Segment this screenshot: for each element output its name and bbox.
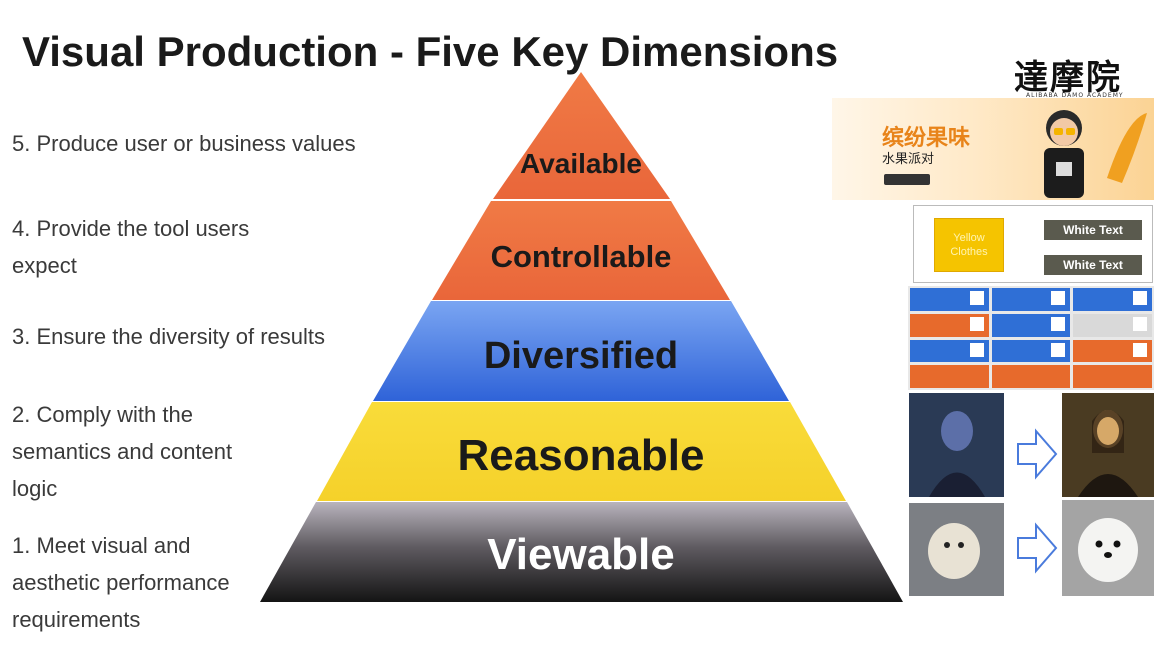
- dimension-1-line: aesthetic performance: [12, 570, 230, 595]
- grid-thumbnail: [1073, 339, 1152, 363]
- dimension-1-line: 1. Meet visual and: [12, 533, 191, 558]
- grid-thumbnail: [1073, 365, 1152, 388]
- dimension-4-line: 4. Provide the tool users: [12, 216, 250, 241]
- dimension-4-text: 4. Provide the tool users expect: [12, 210, 249, 284]
- banner-subtitle: 水果派对: [882, 152, 935, 167]
- grid-thumbnail: [991, 288, 1071, 311]
- grid-thumbnail: [1073, 313, 1152, 337]
- level-controllable-shape: [432, 201, 730, 300]
- qr-icon: [1132, 291, 1147, 305]
- grid-thumbnail: [910, 365, 989, 388]
- banner-person-image: [1044, 110, 1084, 198]
- qr-icon: [1051, 291, 1066, 305]
- dimension-2-line: semantics and content: [12, 439, 233, 464]
- damo-logo: 達摩院: [1014, 58, 1122, 98]
- dimension-5-text: 5. Produce user or business values: [12, 125, 356, 162]
- right-arrow-outline-icon: [1017, 522, 1058, 574]
- yellow-clothes-swatch: Yellow Clothes: [934, 218, 1004, 272]
- dimension-4-line: expect: [12, 253, 77, 278]
- banner-title: 缤纷果味: [882, 126, 971, 151]
- dimension-5-line: 5. Produce user or business values: [12, 131, 356, 156]
- qr-icon: [1051, 316, 1066, 331]
- grid-thumbnail: [991, 339, 1071, 363]
- available-example-banner: 缤纷果味 水果派对: [832, 98, 1154, 200]
- right-arrow-outline-icon: [1017, 428, 1058, 480]
- level-reasonable-shape: [317, 402, 846, 501]
- grid-thumbnail: [910, 339, 989, 363]
- banner-button: [884, 174, 930, 185]
- damo-logo-subtitle: ALIBABA DAMO ACADEMY: [1026, 92, 1124, 99]
- diversified-example-grid: [908, 286, 1154, 390]
- level-reasonable-label: Reasonable: [458, 431, 705, 480]
- level-controllable-label: Controllable: [491, 239, 672, 274]
- grid-thumbnail: [910, 288, 989, 311]
- grid-thumbnail: [991, 365, 1071, 388]
- white-text-sample-2: White Text: [1044, 255, 1142, 275]
- dog-after-image: [1062, 500, 1154, 596]
- dimension-3-text: 3. Ensure the diversity of results: [12, 318, 325, 355]
- mona-lisa-before-image: [909, 393, 1004, 497]
- page-title: Visual Production - Five Key Dimensions: [22, 28, 839, 75]
- dimension-2-line: logic: [12, 476, 58, 501]
- dimension-3-line: 3. Ensure the diversity of results: [12, 324, 326, 349]
- grid-thumbnail: [910, 313, 989, 337]
- level-viewable-shape: [260, 502, 903, 602]
- dimension-2-text: 2. Comply with the semantics and content…: [12, 396, 232, 507]
- qr-icon: [1132, 342, 1147, 357]
- level-available-shape: [493, 72, 670, 199]
- qr-icon: [969, 342, 984, 357]
- grid-thumbnail: [1073, 288, 1152, 311]
- dimension-2-line: 2. Comply with the: [12, 402, 193, 427]
- level-diversified-label: Diversified: [484, 335, 678, 377]
- qr-icon: [969, 316, 984, 331]
- qr-icon: [1132, 316, 1147, 331]
- white-text-sample-1: White Text: [1044, 220, 1142, 240]
- level-available-label: Available: [520, 148, 642, 179]
- controllable-example: Yellow Clothes White Text White Text: [913, 205, 1153, 283]
- dimension-1-text: 1. Meet visual and aesthetic performance…: [12, 527, 230, 638]
- mona-lisa-after-image: [1062, 393, 1154, 497]
- level-viewable-label: Viewable: [487, 530, 675, 579]
- banner-fruit-decoration: [1107, 113, 1147, 183]
- level-diversified-shape: [373, 301, 789, 401]
- dimension-1-line: requirements: [12, 607, 141, 632]
- qr-icon: [1051, 342, 1066, 357]
- qr-icon: [969, 291, 984, 305]
- dog-before-image: [909, 503, 1004, 596]
- grid-thumbnail: [991, 313, 1071, 337]
